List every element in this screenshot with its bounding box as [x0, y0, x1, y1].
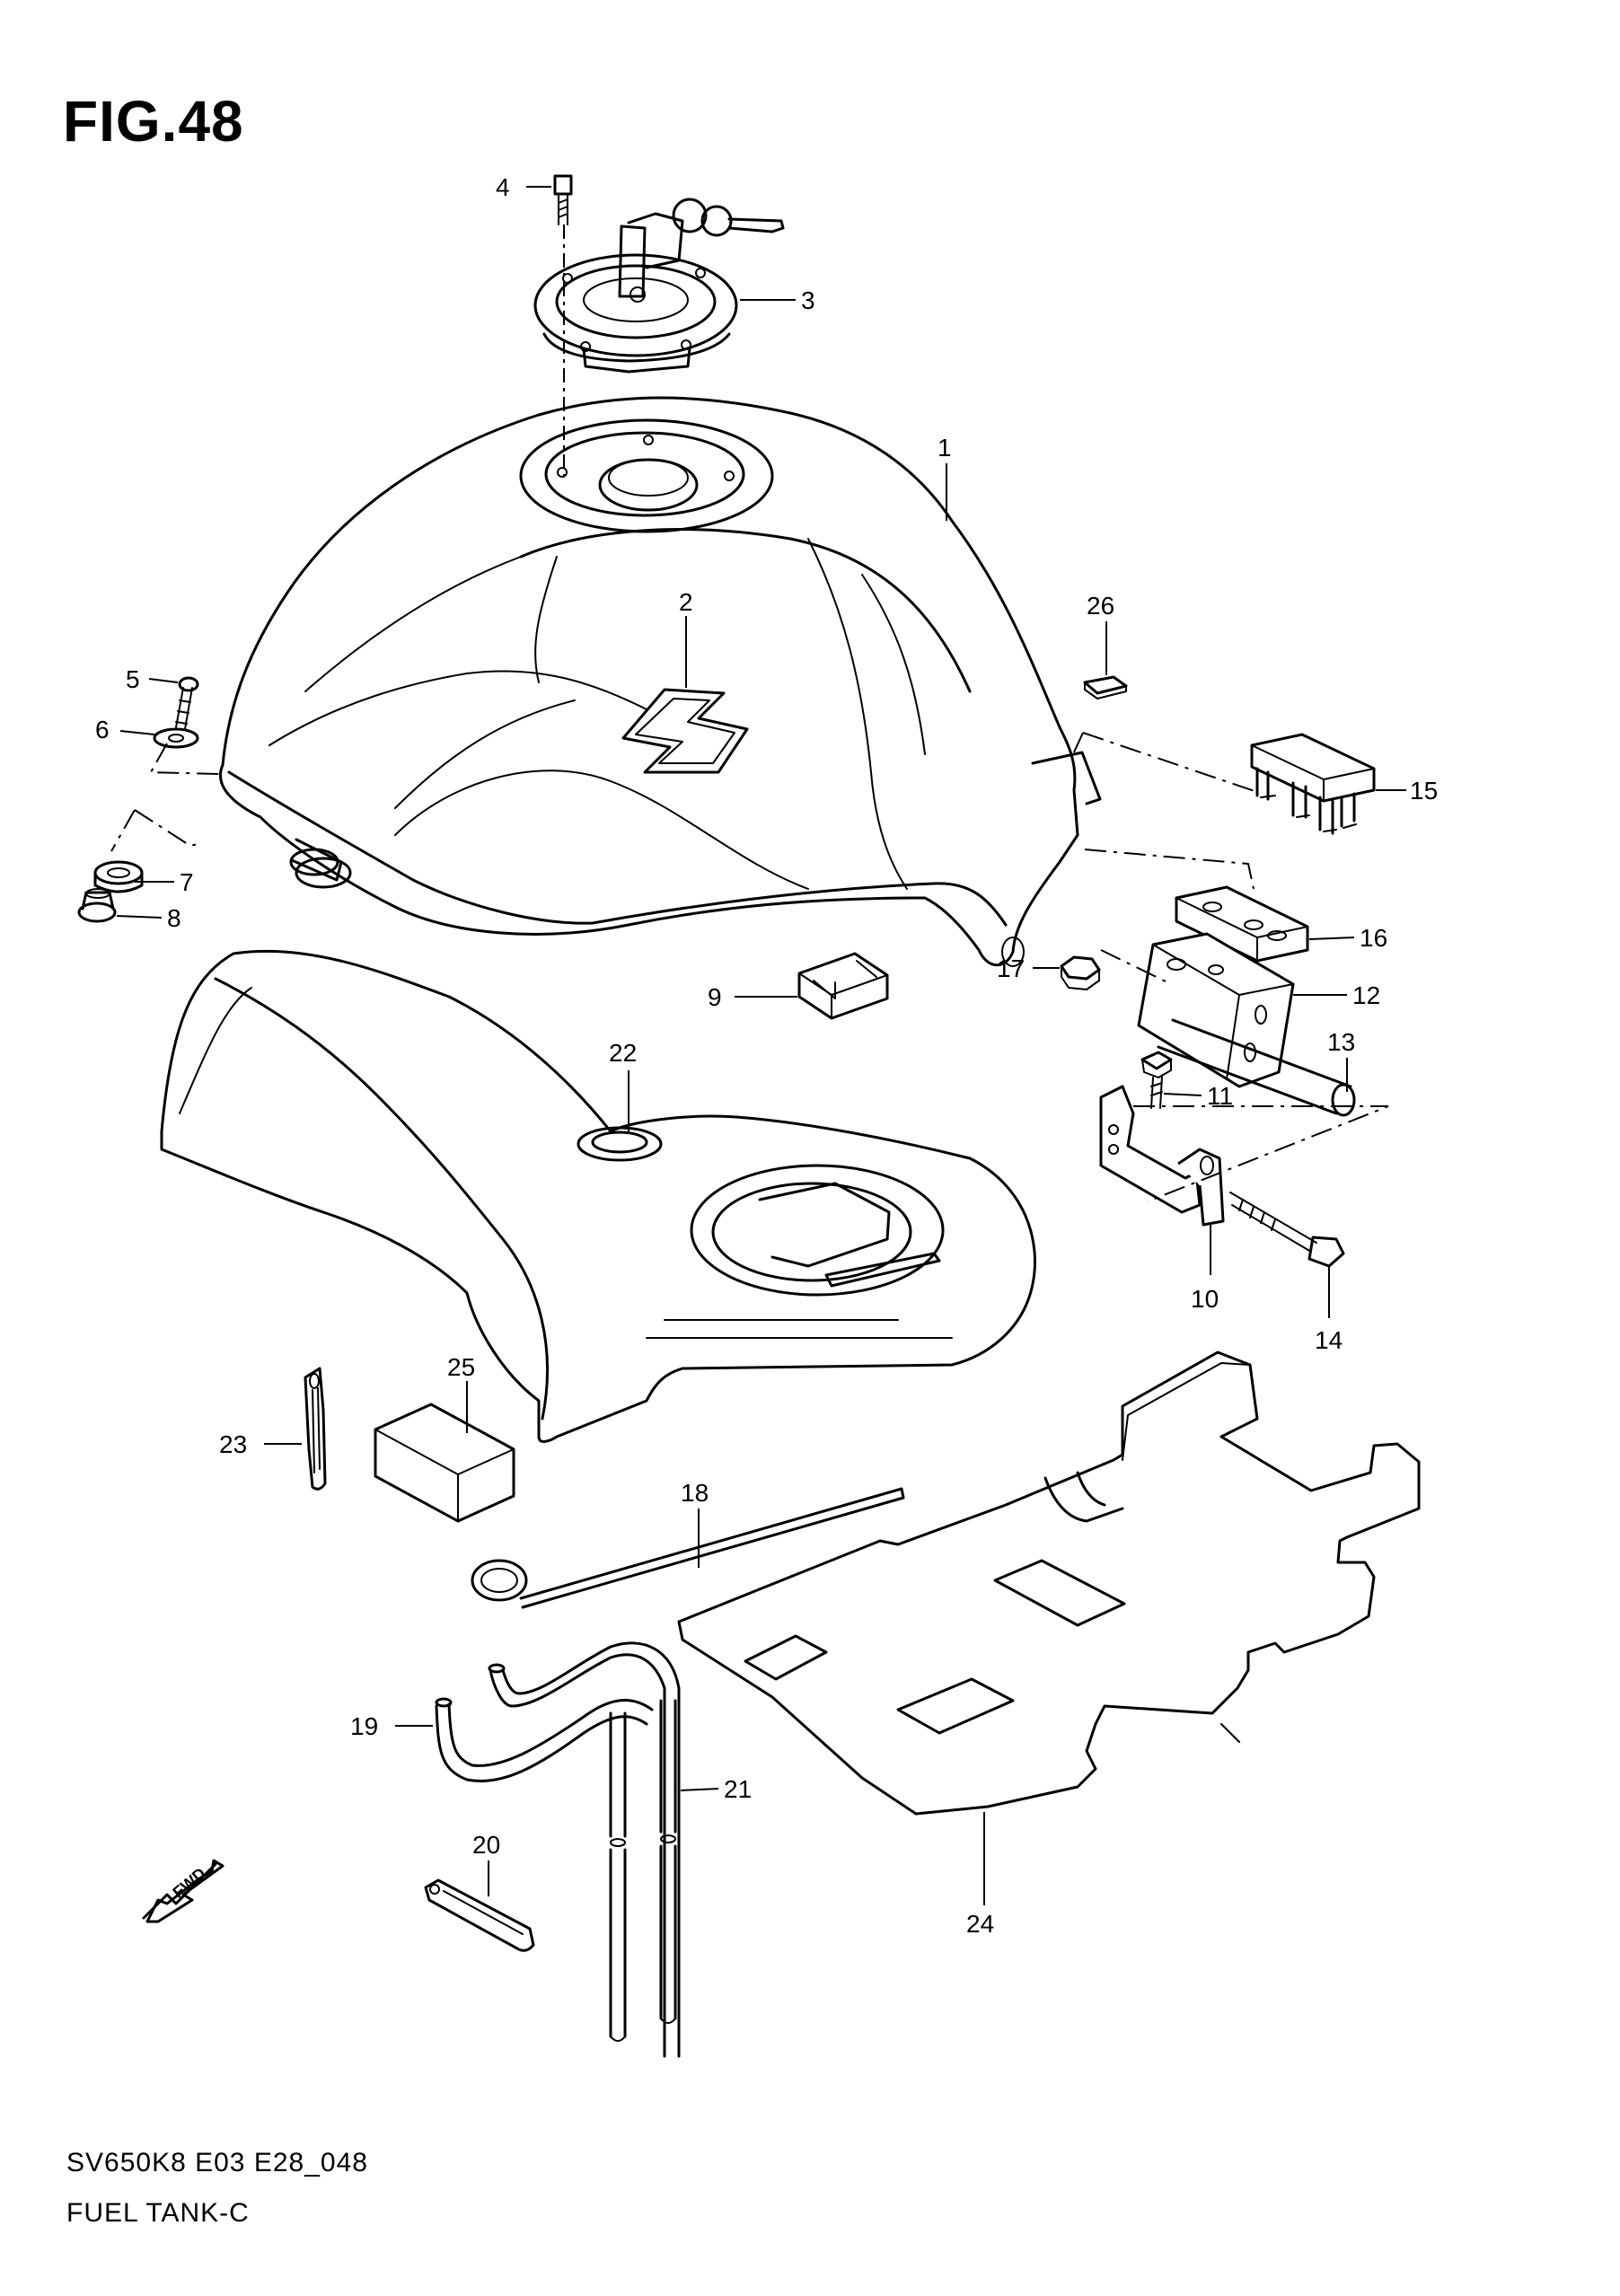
part-number-17: 17: [997, 954, 1025, 982]
part-17-nut[interactable]: [1060, 955, 1101, 990]
figure-title: FIG.48: [63, 89, 244, 154]
part-number-8: 8: [167, 904, 181, 932]
part-number-26: 26: [1087, 592, 1114, 620]
part-number-20: 20: [472, 1831, 500, 1859]
model-code: SV650K8 E03 E28_048: [66, 2148, 368, 2177]
part-number-5: 5: [126, 665, 140, 693]
part-number-10: 10: [1191, 1285, 1219, 1313]
guide-line: [134, 809, 198, 848]
part-number-7: 7: [180, 868, 194, 896]
part-19-hose[interactable]: [435, 1641, 681, 2058]
part-number-12: 12: [1352, 981, 1380, 1009]
figure-caption: FUEL TANK-C: [66, 2198, 250, 2228]
part-number-4: 4: [496, 173, 510, 201]
part-number-13: 13: [1327, 1028, 1355, 1056]
part-number-6: 6: [95, 716, 110, 743]
guide-line: [1133, 1105, 1389, 1202]
part-16-cushion[interactable]: [1175, 885, 1309, 963]
part-number-3: 3: [801, 286, 815, 314]
guide-line: [1071, 732, 1084, 757]
fwd-arrow-icon: FWD: [142, 1859, 225, 1923]
part-number-1: 1: [938, 434, 952, 462]
part-9-cushion[interactable]: [797, 952, 889, 1020]
part-13-pipe[interactable]: [1157, 1018, 1356, 1117]
part-25-cushion[interactable]: [374, 1403, 515, 1523]
part-number-19: 19: [350, 1712, 378, 1740]
part-22-inner-cover[interactable]: [160, 949, 1036, 1443]
guide-line: [1082, 732, 1258, 793]
leader-lines: [116, 186, 1406, 1905]
part-7-cushion[interactable]: [93, 860, 144, 893]
part-12-bracket[interactable]: [1137, 932, 1295, 1088]
part-number-16: 16: [1360, 924, 1387, 952]
part-1-fuel-tank[interactable]: [218, 396, 1102, 967]
part-8-collar[interactable]: [77, 888, 117, 923]
guide-line: [1084, 849, 1255, 890]
part-5-bolt[interactable]: [175, 676, 199, 730]
part-15-cushion[interactable]: [1250, 733, 1376, 835]
guide-line: [110, 809, 136, 852]
part-4-bolt[interactable]: [553, 174, 573, 225]
part-2-emblem[interactable]: [621, 688, 749, 774]
part-number-9: 9: [708, 983, 722, 1011]
part-23-clamp[interactable]: [304, 1367, 327, 1491]
part-number-11: 11: [1207, 1082, 1233, 1110]
part-number-22: 22: [609, 1039, 637, 1067]
part-labels: 4 3 1 2 5 6 7 8 26 15 16 17 12 9 13 22 1…: [95, 173, 1438, 1938]
part-26-cushion[interactable]: [1083, 675, 1128, 699]
part-3-fuel-cap[interactable]: [533, 198, 785, 374]
part-11-bolt[interactable]: [1140, 1051, 1173, 1109]
part-21-hose[interactable]: [609, 1699, 677, 2042]
part-number-21: 21: [724, 1775, 752, 1803]
part-number-2: 2: [679, 588, 693, 616]
part-number-14: 14: [1315, 1326, 1343, 1354]
part-6-washer[interactable]: [153, 727, 199, 749]
fwd-label: FWD: [169, 1864, 208, 1902]
guide-line: [1100, 949, 1168, 983]
part-10-bracket[interactable]: [1099, 1085, 1225, 1227]
part-number-15: 15: [1410, 777, 1438, 805]
guide-line: [149, 743, 220, 775]
part-20-clamp[interactable]: [424, 1878, 535, 1952]
part-18-rod[interactable]: [471, 1487, 905, 1609]
part-number-18: 18: [681, 1479, 709, 1507]
part-14-bolt[interactable]: [1229, 1192, 1345, 1268]
part-number-25: 25: [447, 1353, 475, 1381]
part-number-24: 24: [966, 1910, 994, 1938]
part-24-plate[interactable]: [677, 1350, 1421, 1816]
part-number-23: 23: [219, 1430, 247, 1458]
